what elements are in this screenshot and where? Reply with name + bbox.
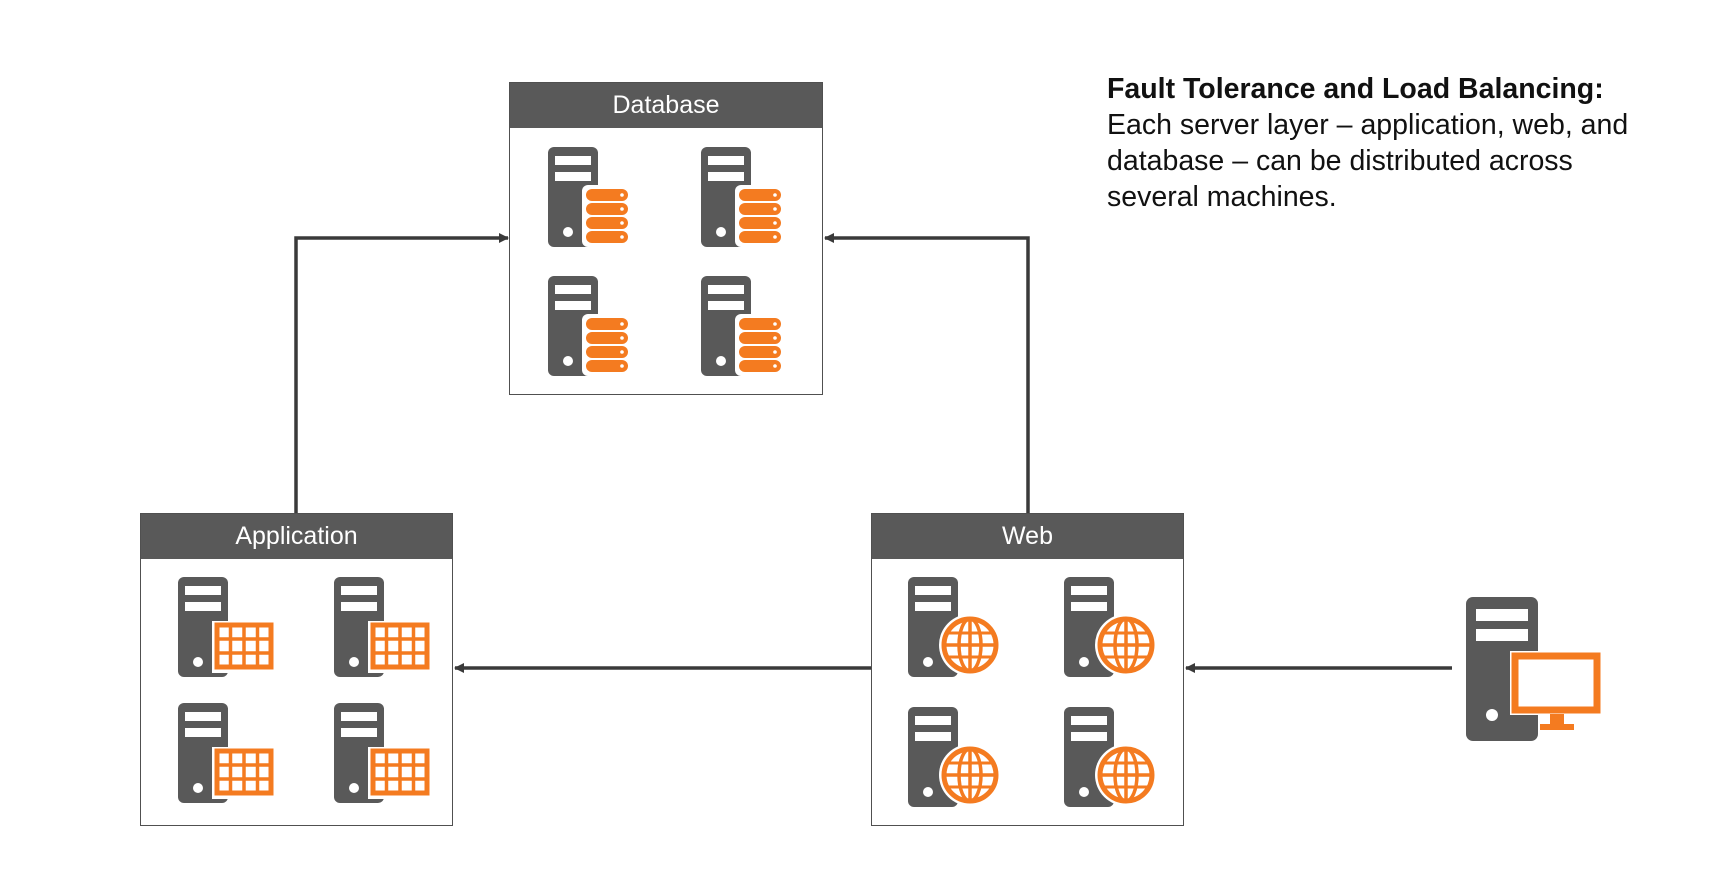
database-server-icon	[548, 147, 644, 257]
database-server-icon	[701, 276, 797, 386]
application-server-icon	[334, 577, 430, 687]
application-server-icon	[178, 703, 274, 813]
web-server-icon	[908, 707, 1004, 817]
note-title: Fault Tolerance and Load Balancing:	[1107, 73, 1604, 105]
web-server-icon	[1064, 577, 1160, 687]
fault-tolerance-note: Fault Tolerance and Load Balancing: Each…	[1107, 71, 1667, 215]
arrow-application-to-database	[294, 233, 509, 513]
application-layer-header: Application	[141, 514, 452, 559]
arrow-web-to-database	[824, 233, 1030, 513]
application-layer-box: Application	[140, 513, 453, 826]
application-server-icon	[178, 577, 274, 687]
database-server-icon	[701, 147, 797, 257]
web-server-icon	[1064, 707, 1160, 817]
note-body: Each server layer – application, web, an…	[1107, 109, 1629, 213]
database-server-icon	[548, 276, 644, 386]
database-layer-box: Database	[509, 82, 823, 395]
database-layer-header: Database	[510, 83, 822, 128]
web-server-icon	[908, 577, 1004, 687]
application-server-icon	[334, 703, 430, 813]
web-layer-box: Web	[871, 513, 1184, 826]
client-workstation-icon	[1466, 597, 1606, 743]
web-layer-header: Web	[872, 514, 1183, 559]
